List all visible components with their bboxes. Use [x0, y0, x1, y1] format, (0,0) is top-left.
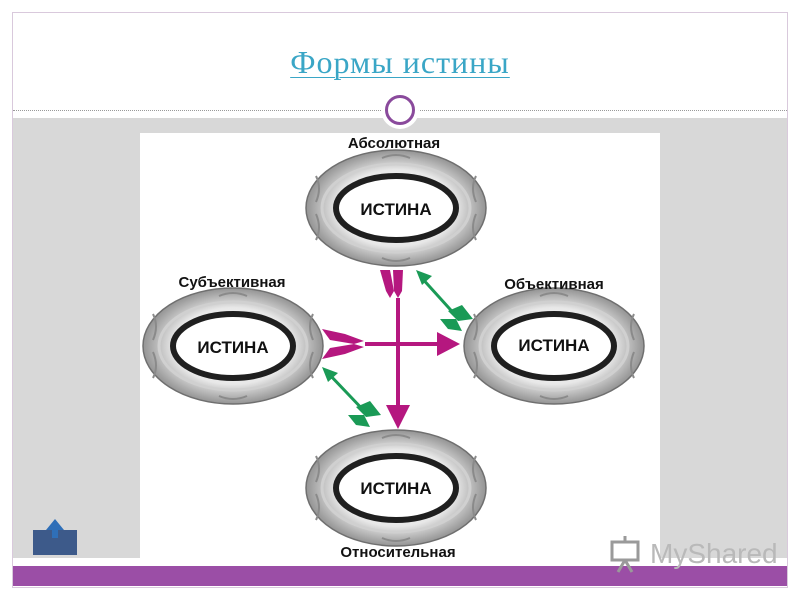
node-absolute-center: ИСТИНА [360, 200, 431, 219]
node-objective-label: Объективная [504, 276, 603, 293]
bottom-accent-band [13, 566, 787, 586]
cross-arrows [322, 270, 460, 429]
plate-absolute [305, 149, 487, 267]
plate-objective [463, 287, 645, 405]
node-subjective-center: ИСТИНА [197, 338, 268, 357]
watermark-text: MyShared [650, 538, 778, 569]
watermark: MyShared [606, 534, 778, 574]
plate-relative [305, 429, 487, 547]
node-objective-center: ИСТИНА [518, 336, 589, 355]
truth-forms-diagram: ИСТИНА ИСТИНА ИСТИНА ИСТИНА Абсолютная С… [140, 133, 660, 565]
node-relative-label: Относительная [340, 544, 455, 561]
ring-icon [381, 91, 419, 129]
slide-frame [12, 12, 788, 588]
node-subjective-label: Субъективная [179, 274, 286, 291]
plate-subjective [142, 287, 324, 405]
presentation-board-icon [610, 536, 640, 573]
slide-title[interactable]: Формы истины [290, 44, 510, 80]
node-relative-center: ИСТИНА [360, 479, 431, 498]
node-absolute-label: Абсолютная [348, 135, 440, 152]
home-up-arrow-icon[interactable] [33, 519, 77, 555]
green-arrows [322, 270, 473, 427]
